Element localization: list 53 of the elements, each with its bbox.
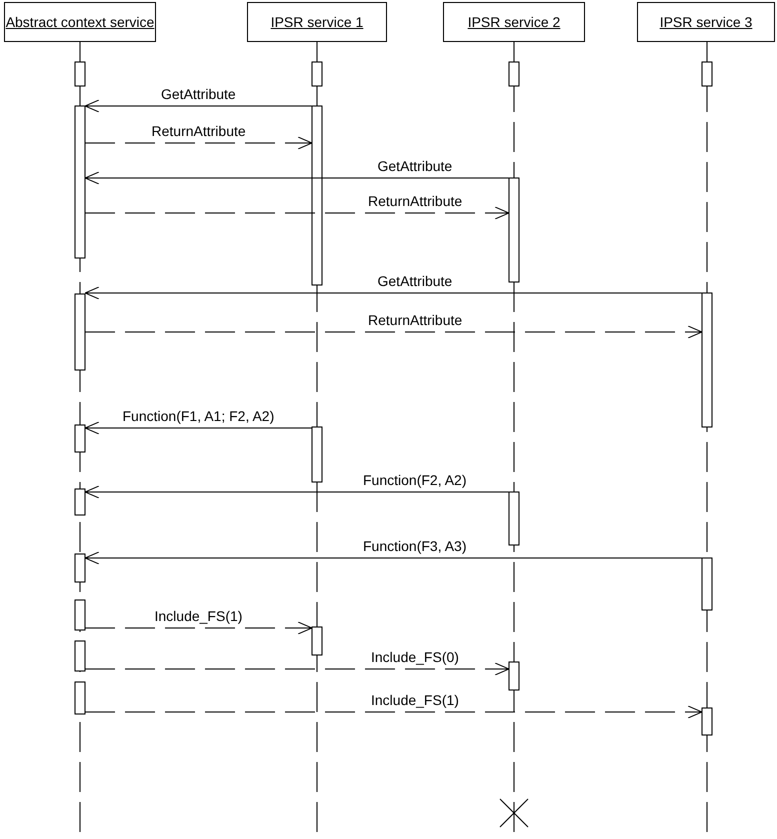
activation-bar (74, 554, 86, 582)
message-arrow (84, 662, 510, 676)
activation-bar (74, 600, 86, 630)
activation-bar (74, 682, 86, 714)
participant-name: IPSR service 2 (468, 14, 560, 30)
participant-box (4, 2, 156, 42)
activation-bar (508, 492, 520, 546)
activation-bar (508, 178, 520, 282)
activation-bar (74, 488, 86, 516)
message-arrow (84, 136, 312, 150)
message-arrow (84, 422, 312, 434)
activation-bar (312, 62, 322, 86)
participant-box (247, 2, 387, 42)
participant-box (443, 2, 585, 42)
message-label: GetAttribute (376, 273, 454, 289)
message-label: Function(F1, A1; F2, A2) (120, 408, 276, 424)
activation-bar (74, 106, 86, 258)
activation-bar (702, 292, 712, 428)
activation-bar (508, 662, 520, 690)
message-label: ReturnAttribute (366, 312, 464, 328)
participant-box (637, 2, 775, 42)
activation-bar (312, 106, 322, 286)
message-label: GetAttribute (376, 158, 454, 174)
participant-name: Abstract context service (6, 14, 154, 30)
activation-bar (702, 558, 712, 610)
activation-bar (74, 294, 86, 370)
activation-bar (312, 426, 322, 482)
message-label: ReturnAttribute (366, 193, 464, 209)
participant-name: IPSR service 3 (660, 14, 752, 30)
activation-bar (74, 62, 86, 86)
message-label: ReturnAttribute (150, 123, 248, 139)
message-label: Include_FS(1) (152, 608, 244, 624)
message-arrow (84, 286, 702, 300)
message-label: Function(F2, A2) (361, 472, 468, 488)
activation-bar (702, 62, 712, 86)
message-arrow (84, 552, 702, 564)
message-arrow (84, 622, 312, 634)
message-label: GetAttribute (159, 86, 238, 102)
activation-bar (74, 640, 86, 672)
message-arrow (84, 172, 510, 184)
message-label: Include_FS(0) (369, 649, 461, 665)
message-arrow (84, 326, 702, 338)
message-arrow (84, 486, 510, 498)
message-arrow (84, 706, 702, 718)
participant-name: IPSR service 1 (270, 14, 364, 30)
activation-bar (74, 424, 86, 452)
message-arrow (84, 206, 510, 220)
message-arrow (84, 100, 312, 112)
message-label: Function(F3, A3) (361, 538, 468, 554)
activation-bar (508, 62, 520, 86)
message-label: Include_FS(1) (369, 692, 461, 708)
activation-bar (312, 626, 322, 656)
activation-bar (702, 708, 712, 736)
